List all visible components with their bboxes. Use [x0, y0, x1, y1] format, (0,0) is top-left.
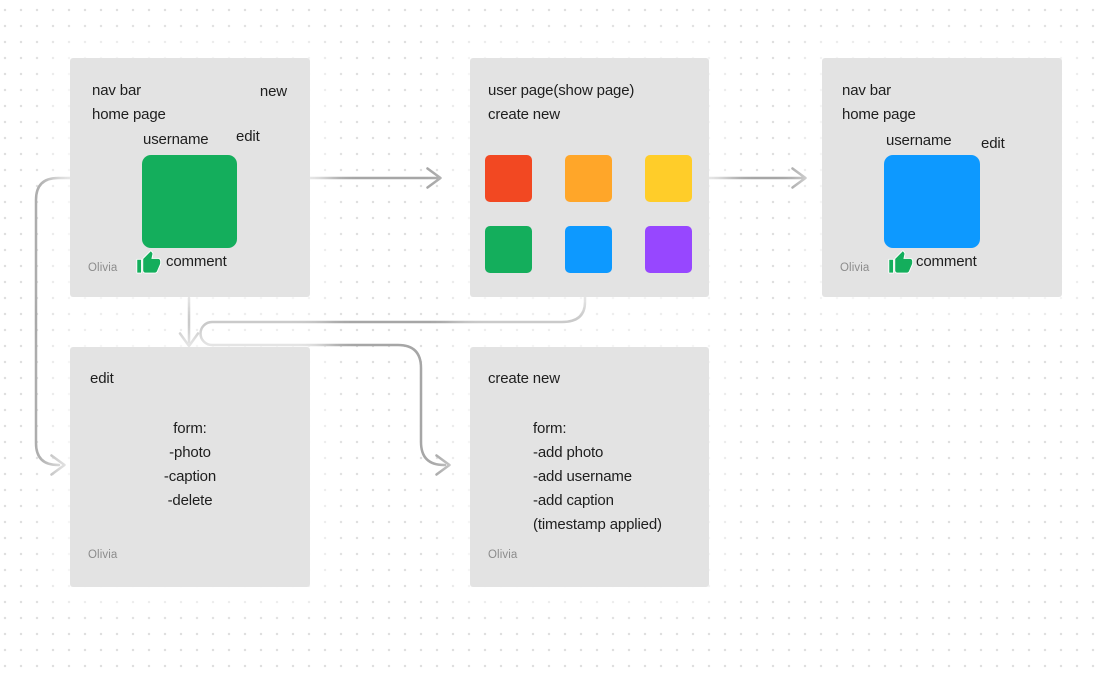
- edit-link[interactable]: edit: [981, 135, 1005, 152]
- form-line: form:: [173, 420, 207, 437]
- thumbs-up-icon[interactable]: [887, 249, 914, 276]
- form-line: -add photo: [533, 444, 604, 461]
- photo-swatch-red[interactable]: [485, 155, 532, 202]
- photo-swatch-purple[interactable]: [645, 226, 692, 273]
- comment-label[interactable]: comment: [916, 253, 977, 270]
- user-page-title[interactable]: user page(show page): [488, 82, 635, 99]
- author-label: Olivia: [88, 262, 118, 274]
- home-page-label[interactable]: home page: [92, 106, 166, 123]
- card-home-page[interactable]: nav bar new home page username edit comm…: [70, 58, 310, 297]
- author-label: Olivia: [488, 549, 518, 561]
- form-line: (timestamp applied): [533, 516, 662, 533]
- post-photo-placeholder[interactable]: [884, 155, 980, 248]
- nav-bar-label[interactable]: nav bar: [92, 82, 141, 99]
- form-line: -delete: [167, 492, 213, 509]
- form-line: -add caption: [533, 492, 614, 509]
- form-line: -photo: [169, 444, 211, 461]
- new-link[interactable]: new: [259, 83, 287, 100]
- thumbs-up-icon[interactable]: [135, 249, 162, 276]
- nav-bar-label[interactable]: nav bar: [842, 82, 891, 99]
- connector-userpage-to-create[interactable]: [199, 295, 587, 476]
- author-label: Olivia: [840, 262, 870, 274]
- connector-home-to-userpage[interactable]: [306, 167, 442, 189]
- author-label: Olivia: [88, 549, 118, 561]
- photo-swatch-yellow[interactable]: [645, 155, 692, 202]
- comment-label[interactable]: comment: [166, 253, 227, 270]
- card-edit-form[interactable]: edit form: -photo -caption -delete Olivi…: [70, 347, 310, 587]
- connector-userpage-to-home-alt[interactable]: [707, 167, 807, 189]
- form-line: -caption: [163, 468, 217, 485]
- card-user-page[interactable]: user page(show page) create new: [470, 58, 709, 297]
- edit-form-fields[interactable]: form: -photo -caption -delete: [70, 417, 310, 513]
- form-line: -add username: [533, 468, 632, 485]
- post-photo-placeholder[interactable]: [142, 155, 237, 248]
- card-create-new-form[interactable]: create new form: -add photo -add usernam…: [470, 347, 709, 587]
- photo-swatch-orange[interactable]: [565, 155, 612, 202]
- username-label[interactable]: username: [886, 132, 952, 149]
- edit-form-title[interactable]: edit: [90, 370, 114, 387]
- connector-home-to-edit-left[interactable]: [34, 176, 72, 476]
- create-form-title[interactable]: create new: [488, 370, 560, 387]
- edit-link[interactable]: edit: [236, 128, 260, 145]
- username-label[interactable]: username: [143, 131, 209, 148]
- card-home-page-after[interactable]: nav bar home page username edit comment …: [822, 58, 1062, 297]
- form-line: form:: [533, 420, 567, 437]
- create-form-fields[interactable]: form: -add photo -add username -add capt…: [533, 417, 662, 537]
- home-page-label[interactable]: home page: [842, 106, 916, 123]
- create-new-label[interactable]: create new: [488, 106, 560, 123]
- connector-home-to-edit-down[interactable]: [178, 296, 200, 348]
- photo-swatch-blue[interactable]: [565, 226, 612, 273]
- photo-swatch-green[interactable]: [485, 226, 532, 273]
